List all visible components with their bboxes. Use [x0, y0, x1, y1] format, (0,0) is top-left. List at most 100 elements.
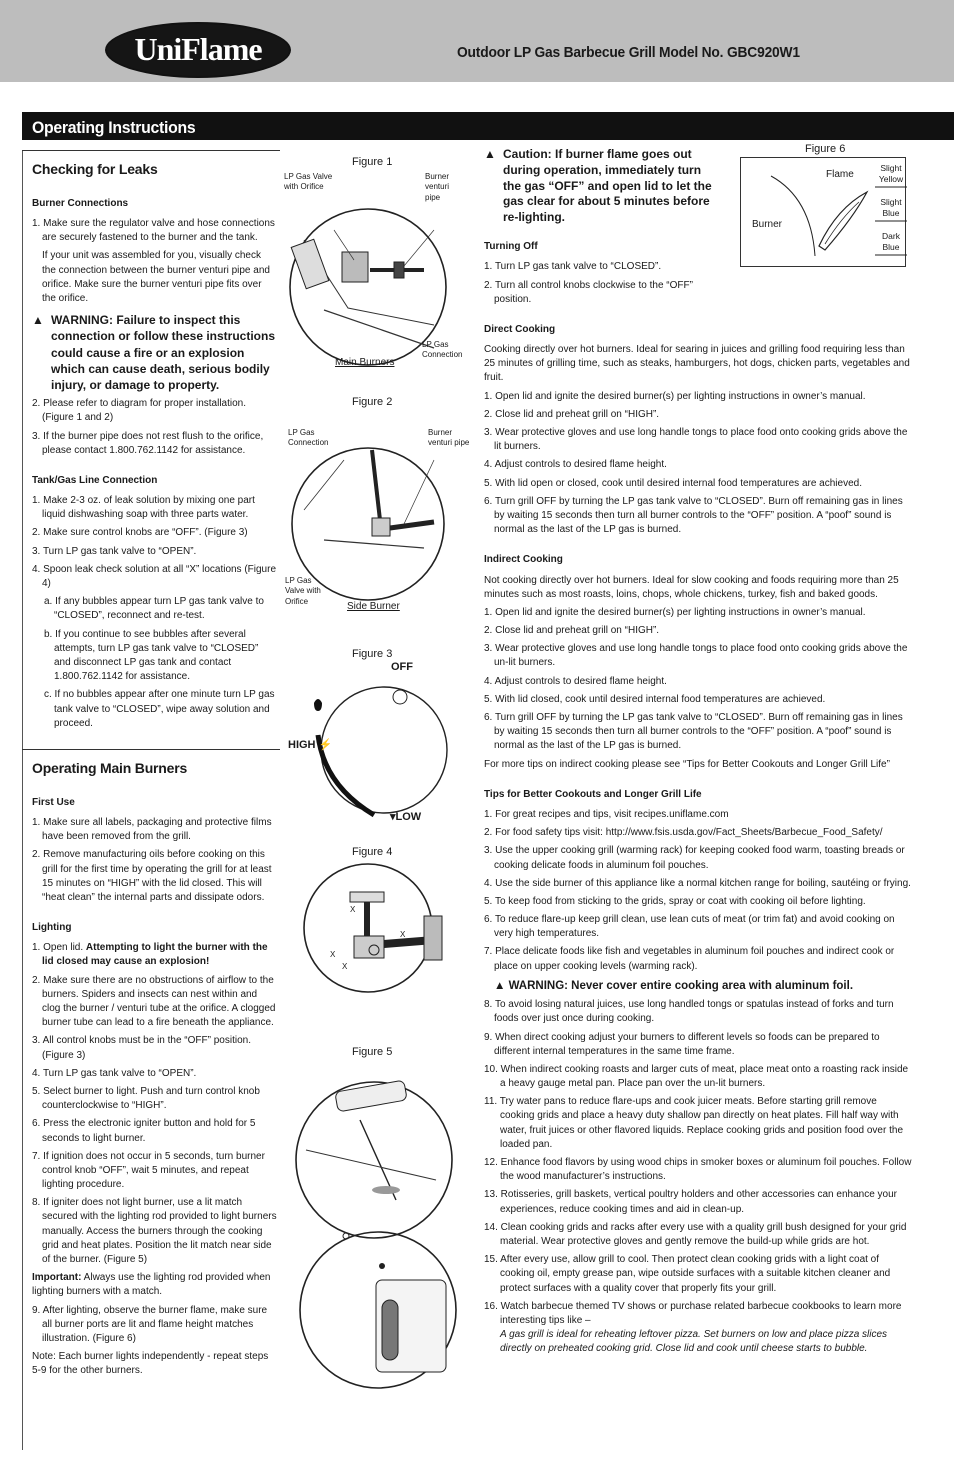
figure-6-caption: Figure 6 [805, 143, 846, 155]
important-note: Important: Always use the lighting rod p… [32, 1272, 271, 1298]
list-subitem: b. If you continue to see bubbles after … [44, 628, 259, 683]
list-item: 2. Make sure there are no obstructions o… [32, 974, 276, 1029]
flame-label: Flame [826, 169, 854, 180]
list-item: 1. Make sure the regulator valve and hos… [32, 218, 275, 244]
list-item: 4. Spoon leak check solution at all “X” … [32, 563, 277, 589]
list-item: 13. Rotisseries, grill baskets, vertical… [484, 1189, 897, 1215]
figure-2-venturi-label: Burner venturi pipe [428, 428, 470, 448]
section-title: Operating Instructions [32, 118, 196, 137]
page-header: UniFlame Outdoor LP Gas Barbecue Grill M… [0, 0, 954, 82]
list-item: 7. Place delicate foods like fish and ve… [484, 946, 895, 972]
list-item: 1. Make 2-3 oz. of leak solution by mixi… [32, 495, 255, 521]
list-item: 2. Close lid and preheat grill on “HIGH”… [484, 408, 660, 420]
list-item: 9. After lighting, observe the burner fl… [32, 1304, 268, 1344]
operating-burners-heading: Operating Main Burners [32, 759, 188, 776]
divider [22, 748, 280, 750]
direct-cooking-intro: Cooking directly over hot burners. Ideal… [484, 344, 910, 384]
list-item: 11. Try water pans to reduce flare-ups a… [484, 1096, 904, 1150]
list-item: 1. Open lid. Attempting to light the bur… [32, 942, 268, 968]
model-title: Outdoor LP Gas Barbecue Grill Model No. … [457, 44, 800, 61]
first-use-heading: First Use [32, 796, 75, 808]
flame-shape [770, 175, 907, 257]
caution-text: ▲Caution: If burner flame goes out durin… [484, 147, 712, 225]
section-title-bar: Operating Instructions [22, 112, 954, 140]
figure-5-caption: Figure 5 [352, 1046, 393, 1058]
burner-connections-heading: Burner Connections [32, 197, 129, 209]
burner-note: Note: Each burner lights independently -… [32, 1351, 269, 1377]
lighting-heading: Lighting [32, 922, 72, 934]
figure-1-main-burners-label: Main Burners [335, 357, 395, 368]
list-item: 1. Turn LP gas tank valve to “CLOSED”. [484, 261, 662, 273]
list-item: 4. Turn LP gas tank valve to “OPEN”. [32, 1067, 197, 1079]
leak-check-x-marker: X [400, 930, 406, 939]
list-item: 5. To keep food from sticking to the gri… [484, 895, 866, 907]
list-item: 12. Enhance food flavors by using wood c… [484, 1157, 912, 1183]
list-note: If your unit was assembled for you, visu… [42, 250, 270, 304]
list-item: 6. To reduce flare-up keep grill clean, … [484, 914, 895, 940]
figure-2-valve-label: LP Gas Valve with Orifice [285, 576, 321, 606]
list-subitem: a. If any bubbles appear turn LP gas tan… [44, 596, 264, 622]
tank-connection-heading: Tank/Gas Line Connection [32, 474, 158, 486]
list-item: 15. After every use, allow grill to cool… [484, 1254, 891, 1294]
dark-blue-label: Dark Blue [882, 231, 900, 253]
list-item: 6. Turn grill OFF by turning the LP gas … [484, 712, 903, 752]
list-item: 7. If ignition does not occur in 5 secon… [32, 1150, 265, 1191]
list-item: 14. Clean cooking grids and racks after … [484, 1221, 907, 1247]
list-item: 2. Please refer to diagram for proper in… [32, 398, 246, 424]
left-column: Checking for Leaks Burner Connections 1.… [22, 150, 280, 1383]
figure-2-side-burner-label: Side Burner [347, 601, 400, 612]
direct-cooking-heading: Direct Cooking [484, 323, 556, 335]
leak-check-x-marker: X [350, 905, 356, 914]
warning-icon: ▲ [494, 979, 509, 992]
list-item: 1. Open lid and ignite the desired burne… [484, 606, 866, 618]
foil-warning: ▲ WARNING: Never cover entire cooking ar… [494, 979, 854, 992]
checking-leaks-heading: Checking for Leaks [32, 161, 158, 177]
list-item: 3. If the burner pipe does not rest flus… [32, 430, 264, 456]
list-item: 5. Select burner to light. Push and turn… [32, 1085, 260, 1112]
list-item: 3. Use the upper cooking grill (warming … [484, 845, 905, 871]
list-item: 3. Wear protective gloves and use long h… [484, 427, 908, 453]
figure-2-connection-label: LP Gas Connection [288, 428, 329, 448]
warning-icon: ▲ [32, 313, 44, 328]
figure-4-caption: Figure 4 [352, 846, 393, 858]
divider [22, 150, 280, 151]
list-item: 2. Turn all control knobs clockwise to t… [484, 279, 693, 305]
figure-5-lighting-rod-diagram [295, 1080, 457, 1389]
list-item: 4. Adjust controls to desired flame heig… [484, 459, 667, 471]
warning-icon: ▲ [484, 147, 496, 161]
list-item: 5. With lid closed, cook until desired i… [484, 693, 826, 705]
list-item: 6. Turn grill OFF by turning the LP gas … [484, 495, 903, 536]
left-rule [22, 150, 23, 1450]
list-item: 2. Remove manufacturing oils before cook… [32, 849, 272, 903]
figure-3-caption: Figure 3 [352, 648, 393, 660]
burner-label: Burner [752, 219, 783, 230]
figure-1-valve-label: LP Gas Valve with Orifice [284, 172, 333, 192]
figure-1-venturi-label: Burner venturi pipe [425, 172, 450, 202]
list-item: 2. For food safety tips visit: http://ww… [484, 827, 883, 839]
uniflame-logo: UniFlame [105, 22, 291, 78]
list-item: 9. When direct cooking adjust your burne… [484, 1031, 880, 1057]
list-item: 4. Use the side burner of this appliance… [484, 877, 911, 889]
figure-3-control-knob [314, 686, 448, 818]
figure-2-caption: Figure 2 [352, 396, 393, 408]
figure-4-leak-check-diagram [303, 863, 443, 993]
figure-1-burner-diagram [289, 208, 447, 366]
indirect-cooking-heading: Indirect Cooking [484, 554, 563, 566]
list-item: 1. Open lid and ignite the desired burne… [484, 390, 866, 402]
list-item: 8. To avoid losing natural juices, use l… [484, 999, 894, 1025]
figure-1-connection-label: LP Gas Connection [422, 340, 463, 360]
list-item: 5. With lid open or closed, cook until d… [484, 477, 862, 489]
leak-check-x-marker: X [342, 962, 348, 971]
list-item: 8. If igniter does not light burner, use… [32, 1197, 277, 1265]
slight-yellow-label: Slight Yellow [878, 163, 904, 185]
list-item: 3. Wear protective gloves and use long h… [484, 643, 908, 669]
turning-off-heading: Turning Off [484, 241, 538, 253]
slight-blue-label: Slight Blue [880, 197, 902, 219]
list-item: 2. Close lid and preheat grill on “HIGH”… [484, 625, 660, 637]
list-subitem: c. If no bubbles appear after one minute… [44, 689, 275, 729]
figure-6-flame-diagram: Flame Burner Slight Yellow Slight Blue D… [740, 157, 907, 267]
indirect-cooking-intro: Not cooking directly over hot burners. I… [484, 574, 899, 600]
list-item: 10. When indirect cooking roasts and lar… [484, 1063, 909, 1090]
list-item: 1. Make sure all labels, packaging and p… [32, 816, 272, 843]
tips-heading: Tips for Better Cookouts and Longer Gril… [484, 788, 702, 800]
